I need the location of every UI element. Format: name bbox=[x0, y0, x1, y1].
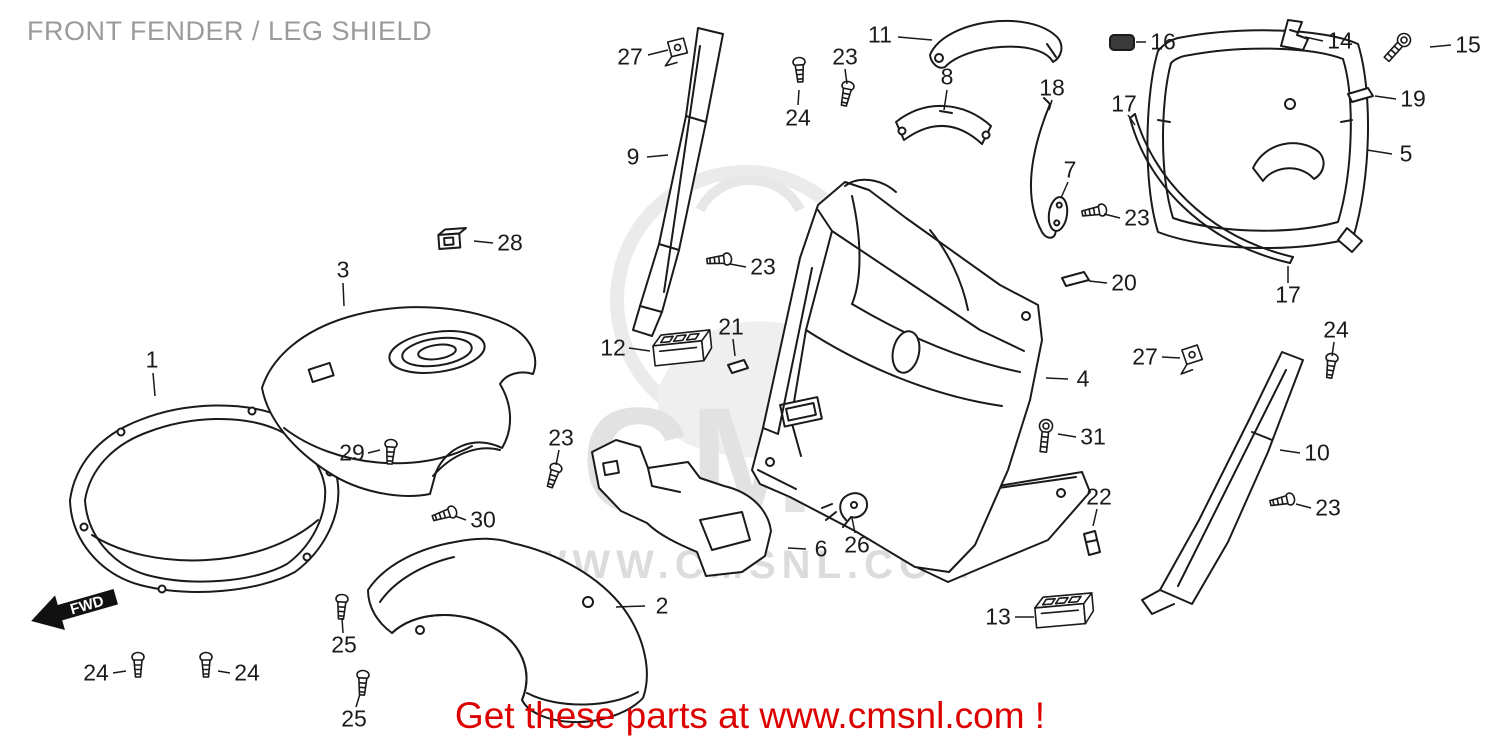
leader-line-10 bbox=[1279, 449, 1301, 454]
leader-line-2 bbox=[615, 605, 646, 608]
fwd-label: FWD bbox=[68, 593, 106, 619]
leader-line-14 bbox=[1304, 36, 1324, 42]
part-21-tape bbox=[727, 359, 749, 374]
part-27-clip bbox=[663, 35, 691, 70]
leader-line-6 bbox=[787, 547, 807, 550]
part-23-screw bbox=[705, 251, 734, 269]
footer-link-text: Get these parts at www.cmsnl.com ! bbox=[454, 695, 1046, 736]
fwd-arrow: FWD bbox=[31, 589, 118, 631]
page-title: FRONT FENDER / LEG SHIELD bbox=[27, 16, 433, 46]
part-7-setting-plate bbox=[1047, 196, 1069, 232]
leader-line-9 bbox=[646, 154, 669, 158]
leader-line-11 bbox=[897, 36, 933, 41]
part-26-clamp bbox=[821, 492, 869, 528]
leader-line-24 bbox=[217, 670, 231, 674]
part-13-grommet-block bbox=[1033, 591, 1096, 629]
part-22-strip bbox=[1083, 530, 1101, 556]
part-23-screw bbox=[836, 79, 856, 108]
part-24-screw bbox=[131, 651, 145, 678]
part-14-clip bbox=[1280, 19, 1309, 51]
part-24-screw bbox=[1322, 351, 1340, 380]
part-8-grip-bar bbox=[895, 104, 992, 145]
leader-line-4 bbox=[1045, 377, 1069, 380]
leader-line-5 bbox=[1366, 149, 1393, 155]
leader-line-26 bbox=[851, 517, 856, 534]
part-24-screw bbox=[199, 651, 213, 678]
leader-line-23 bbox=[729, 263, 747, 268]
part-4-leg-shield bbox=[751, 178, 1091, 583]
part-25-screw bbox=[354, 669, 371, 697]
part-18-trim-wire bbox=[1030, 97, 1057, 239]
leader-line-20 bbox=[1088, 280, 1108, 284]
part-20-tape bbox=[1061, 271, 1090, 287]
leader-line-25 bbox=[355, 693, 361, 708]
part-16-cap bbox=[1109, 34, 1135, 51]
leader-line-7 bbox=[1060, 181, 1069, 199]
leader-lines bbox=[112, 36, 1452, 708]
leader-line-8 bbox=[943, 89, 948, 111]
part-3-fender-inner-cover bbox=[261, 306, 537, 497]
part-15-bolt bbox=[1380, 29, 1415, 65]
leader-line-23 bbox=[555, 449, 560, 466]
leader-line-23 bbox=[844, 68, 848, 85]
part-19-tape bbox=[1347, 87, 1374, 103]
leader-line-19 bbox=[1374, 95, 1397, 100]
leader-line-24 bbox=[112, 670, 127, 674]
leader-line-25 bbox=[341, 617, 344, 634]
part-28-clip-nut bbox=[437, 227, 467, 250]
part-6-duct bbox=[591, 439, 772, 577]
leader-line-24 bbox=[797, 89, 800, 106]
part-31-bolt bbox=[1035, 417, 1055, 454]
part-23-screw bbox=[1080, 202, 1109, 221]
leader-line-29 bbox=[367, 449, 381, 454]
part-25-screw bbox=[333, 593, 350, 621]
part-12-grommet-block bbox=[651, 328, 714, 367]
leader-line-21 bbox=[732, 338, 736, 357]
part-23-screw bbox=[543, 460, 565, 490]
leader-line-27 bbox=[647, 49, 669, 56]
leader-line-17 bbox=[1127, 114, 1136, 126]
leader-line-1 bbox=[152, 372, 156, 397]
leader-line-28 bbox=[473, 240, 494, 244]
part-1-front-fender-cover bbox=[69, 404, 340, 594]
part-23-screw bbox=[1268, 491, 1297, 511]
part-2-front-fender bbox=[367, 537, 648, 724]
part-17-molding bbox=[1129, 113, 1294, 264]
leader-line-24 bbox=[1331, 341, 1335, 357]
part-24-screw bbox=[791, 56, 808, 84]
part-27-clip bbox=[1179, 343, 1205, 377]
part-11-handle-pipe bbox=[929, 19, 1063, 69]
leader-line-3 bbox=[342, 282, 345, 307]
part-9-side-trim-left bbox=[632, 27, 724, 337]
leader-line-22 bbox=[1092, 508, 1098, 527]
leader-line-12 bbox=[628, 347, 651, 352]
leader-line-23 bbox=[1295, 503, 1312, 509]
part-10-side-trim-right bbox=[1141, 351, 1304, 615]
part-30-screw bbox=[430, 503, 460, 525]
part-5-garnish-frame bbox=[1146, 29, 1369, 253]
leader-line-30 bbox=[454, 515, 467, 521]
leader-line-18 bbox=[1048, 99, 1053, 111]
leader-line-23 bbox=[1103, 213, 1121, 219]
leader-line-15 bbox=[1429, 44, 1452, 48]
leader-line-27 bbox=[1161, 356, 1181, 359]
leader-line-31 bbox=[1057, 433, 1077, 438]
